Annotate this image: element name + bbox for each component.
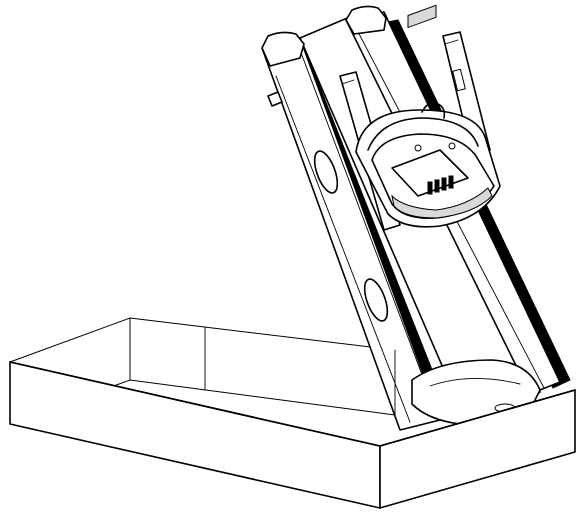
console-display-dots — [407, 4, 437, 29]
console-grille — [391, 187, 493, 219]
side-cover-upper — [313, 150, 339, 194]
shipping-box-front — [9, 349, 576, 509]
end-cap-right — [345, 5, 387, 35]
treadmill — [261, 4, 571, 431]
console-keypad — [427, 175, 454, 195]
end-cap-left — [261, 31, 305, 67]
safety-key-cord — [421, 102, 446, 119]
side-cover-lower — [363, 278, 389, 322]
hinge-bracket — [267, 91, 283, 107]
